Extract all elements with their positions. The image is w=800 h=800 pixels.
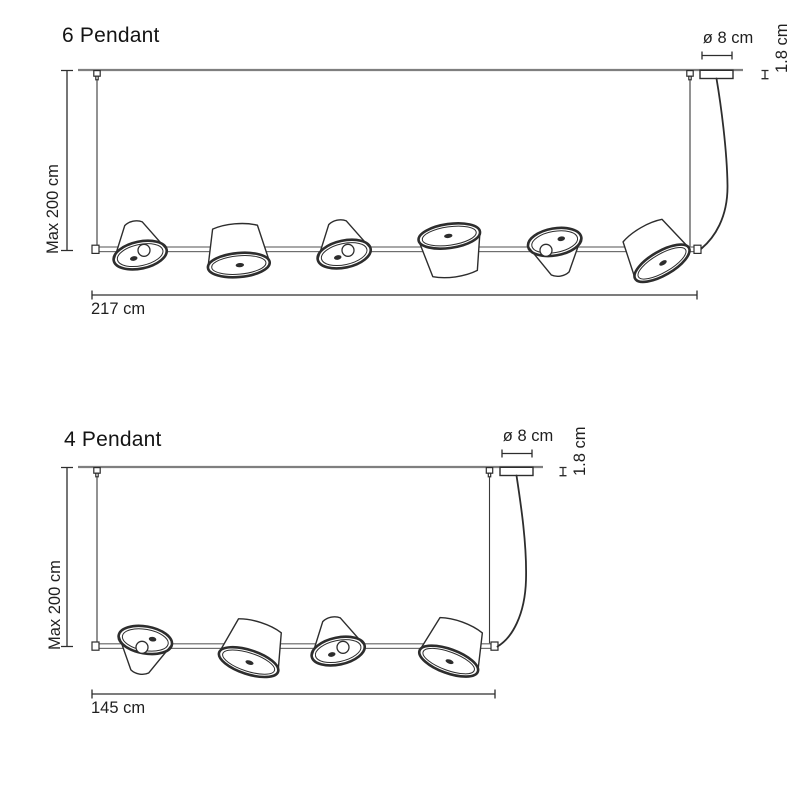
shade-mount-joint (341, 243, 355, 257)
width-dimension (91, 290, 698, 300)
four-pendant-title: 4 Pendant (64, 428, 162, 451)
height-dimension (61, 69, 73, 252)
width-dimension (91, 689, 496, 699)
four-bar-width-label: 145 cm (91, 699, 146, 717)
suspension-wire-left (93, 69, 101, 247)
lamp-shade-3 (309, 213, 375, 275)
suspension-wire-right (485, 467, 494, 644)
lamp-shade-3 (303, 610, 369, 672)
six-pendant-title: 6 Pendant (62, 24, 160, 47)
lamp-shade-1 (105, 214, 171, 276)
six-max-drop-label: Max 200 cm (44, 164, 62, 254)
canopy-diameter-dimension (701, 51, 733, 60)
four-canopy-diameter-label: ø 8 cm (502, 427, 554, 445)
canopy-height-dimension (559, 466, 567, 477)
shade-mount-joint (336, 640, 350, 654)
lamp-shade-6 (613, 210, 697, 291)
ceiling-canopy (499, 466, 534, 477)
suspension-wire-left (93, 467, 101, 644)
lamp-shade-5 (524, 222, 589, 283)
power-cable (496, 474, 528, 648)
six-bar-width-label: 217 cm (91, 300, 146, 318)
four-pendant-diagram (61, 449, 567, 699)
lamp-shade-4 (414, 610, 494, 685)
four-canopy-height-label: 1.8 cm (571, 426, 589, 476)
lamp-shade-4 (415, 218, 488, 283)
height-dimension (61, 466, 73, 648)
canopy-height-dimension (761, 69, 769, 80)
power-cable (700, 77, 729, 250)
suspension-wire-right (686, 69, 694, 247)
pendant-bar (91, 244, 702, 254)
six-canopy-height-label: 1.8 cm (773, 23, 791, 73)
four-max-drop-label: Max 200 cm (46, 560, 64, 650)
shade-mount-joint (135, 640, 149, 654)
pendant-bar (91, 641, 499, 651)
canopy-diameter-dimension (501, 449, 533, 458)
ceiling-canopy (699, 69, 734, 80)
shade-mount-joint (539, 243, 553, 257)
shade-mount-joint (137, 243, 151, 257)
lamp-shade-2 (203, 219, 273, 281)
six-pendant-diagram (61, 51, 769, 300)
lamp-shade-2 (214, 611, 293, 685)
six-canopy-diameter-label: ø 8 cm (702, 29, 754, 47)
